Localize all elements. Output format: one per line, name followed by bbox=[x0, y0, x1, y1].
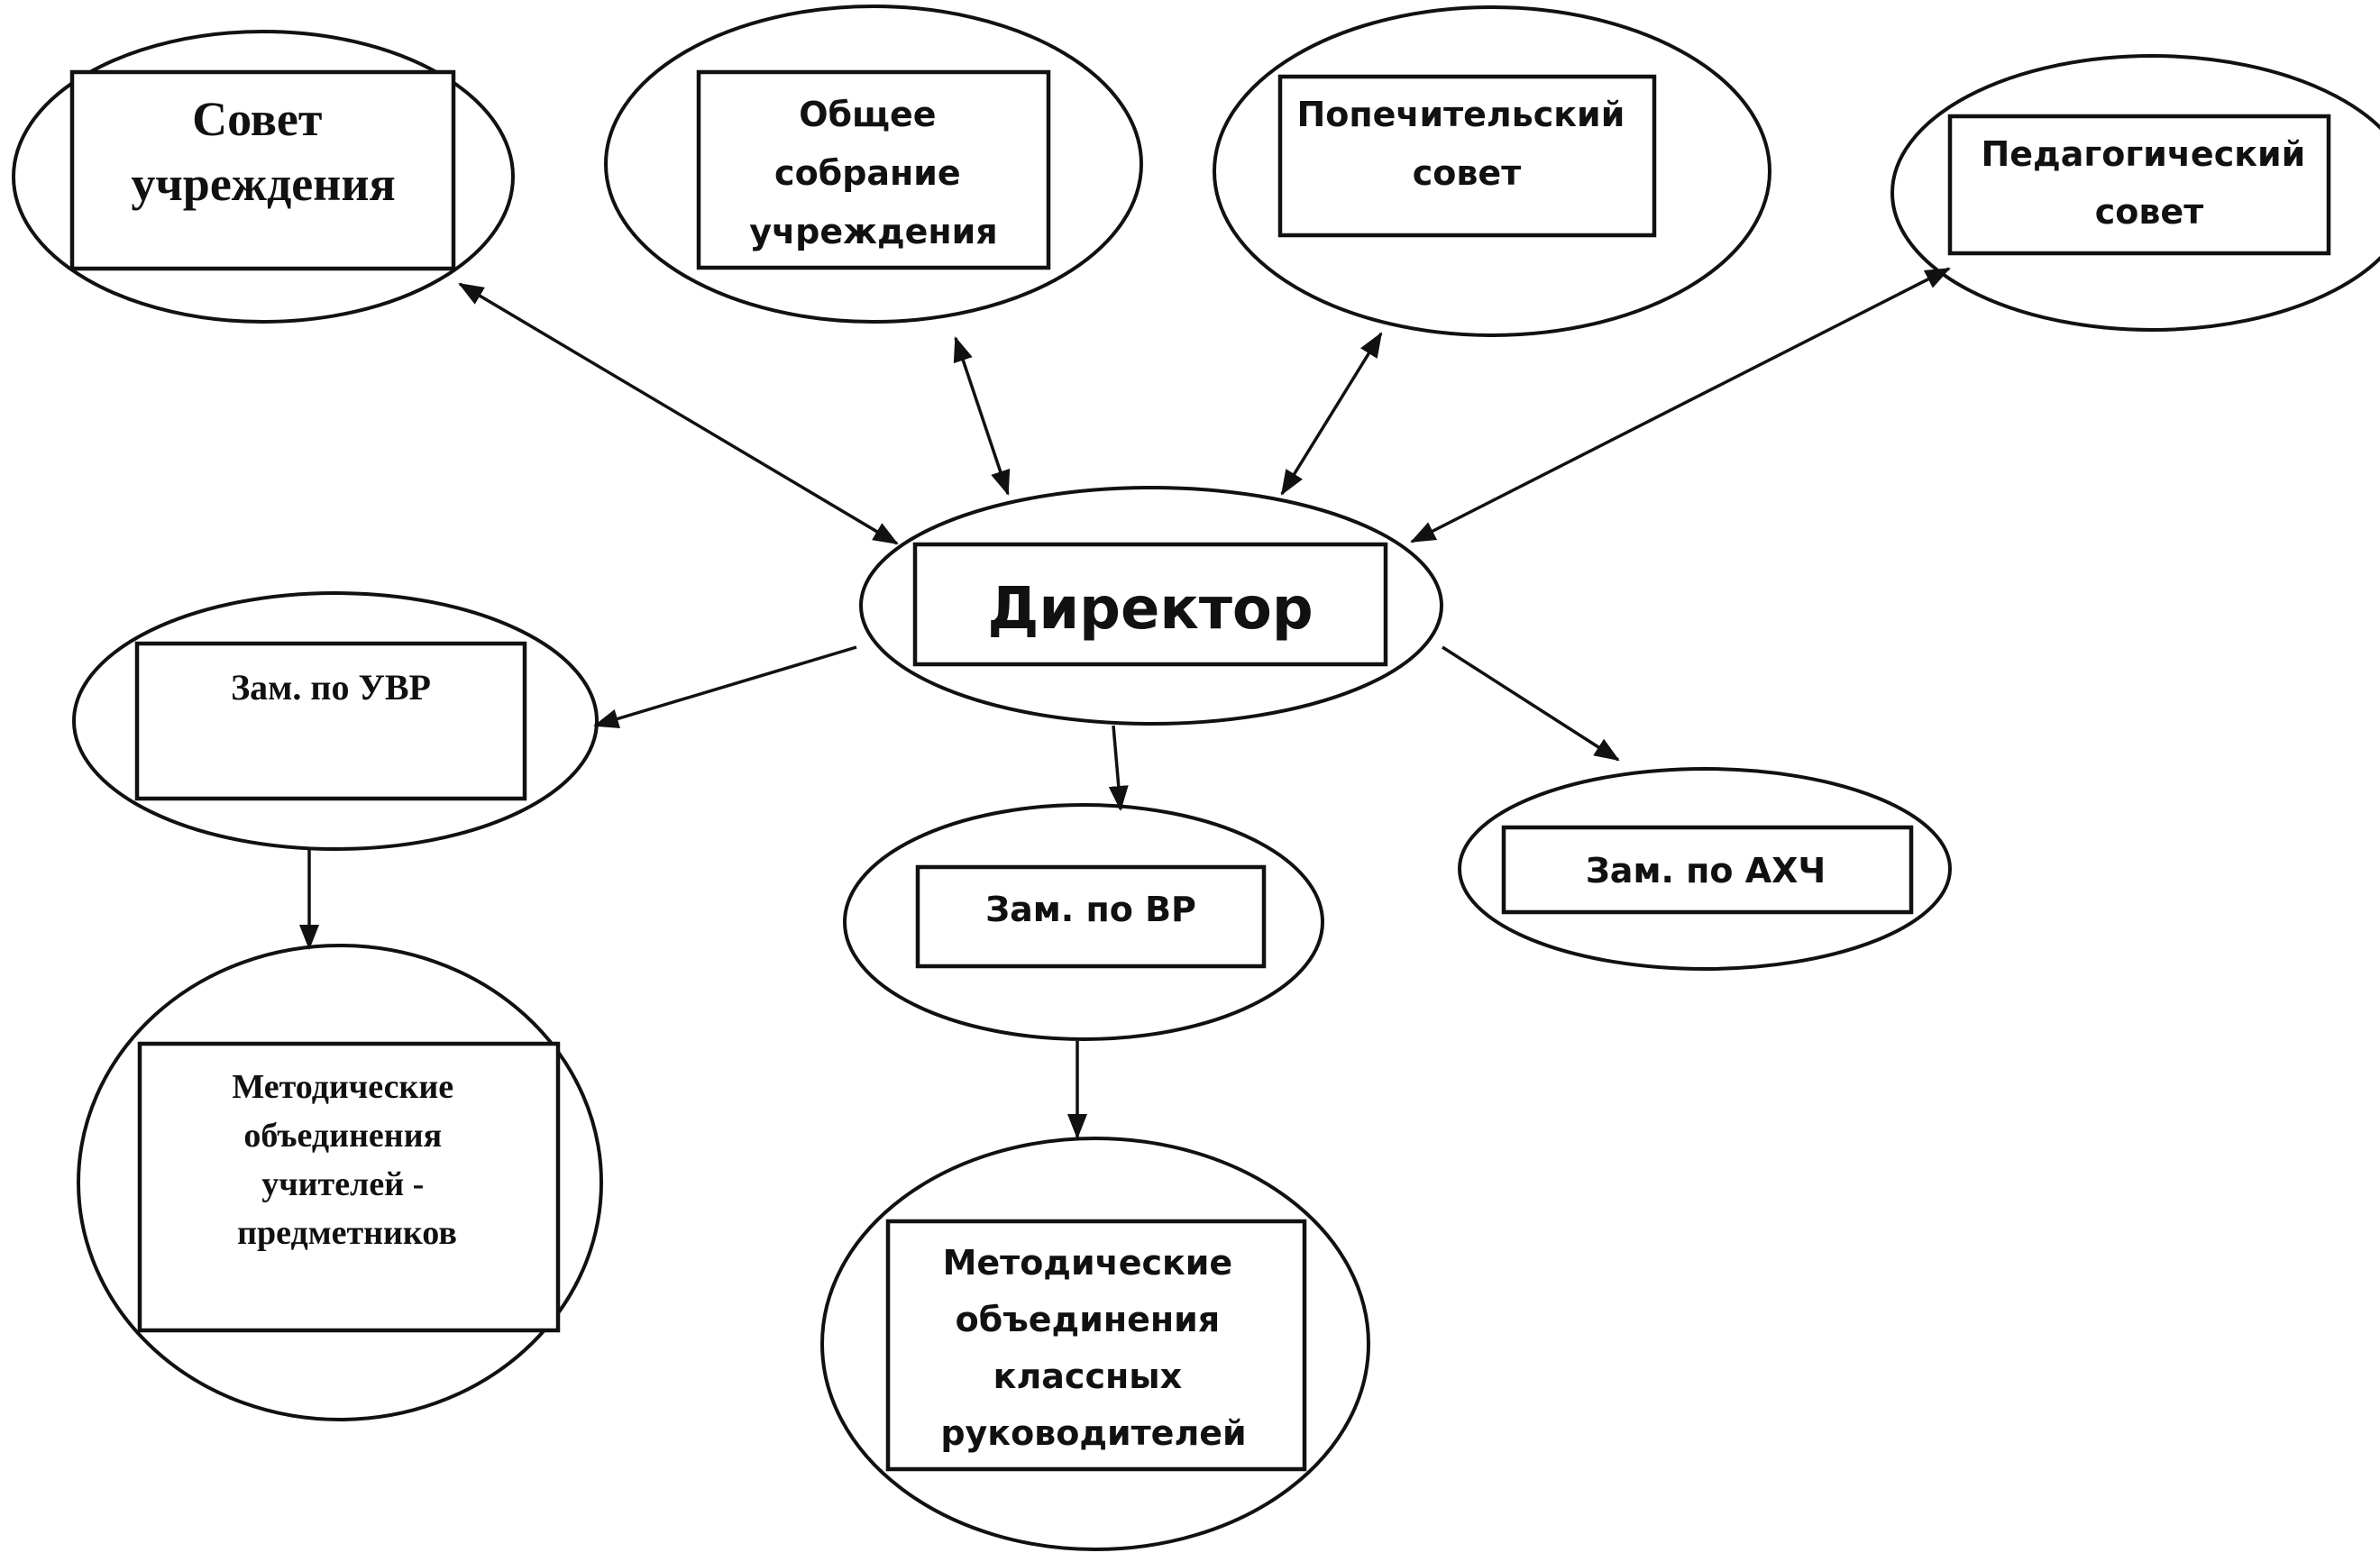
director-label: Директор bbox=[987, 576, 1313, 643]
method-teachers-ellipse bbox=[77, 944, 603, 1421]
connector-pedagogical-council-director bbox=[1410, 267, 1951, 544]
method-teachers-label: Методические объединения учителей - пред… bbox=[232, 1068, 462, 1252]
pedagogical-council-box bbox=[1947, 114, 2331, 256]
trustee-council-ellipse bbox=[1213, 5, 1771, 337]
director-box bbox=[912, 542, 1388, 667]
deputy-vr-label: Зам. по ВР bbox=[985, 890, 1196, 929]
node-deputy-ahch: Зам. по АХЧ bbox=[1458, 767, 1952, 971]
deputy-ahch-label: Зам. по АХЧ bbox=[1586, 851, 1826, 891]
deputy-ahch-box bbox=[1501, 825, 1914, 915]
deputy-uvr-label: Зам. по УВР bbox=[231, 667, 431, 708]
deputy-vr-ellipse bbox=[843, 803, 1324, 1041]
node-director: Директор bbox=[859, 486, 1443, 726]
connectors bbox=[299, 267, 1951, 1139]
council-box bbox=[69, 69, 456, 271]
connector-director-deputy-vr bbox=[1108, 725, 1129, 811]
pedagogical-council-ellipse bbox=[1890, 54, 2380, 332]
node-trustee-council: Попечительский совет bbox=[1213, 5, 1771, 337]
deputy-ahch-ellipse bbox=[1458, 767, 1952, 971]
connector-general-meeting-director bbox=[953, 336, 1011, 496]
pedagogical-council-label: Педагогический совет bbox=[1981, 134, 2317, 232]
node-council: Совет учреждения bbox=[12, 30, 515, 324]
director-ellipse bbox=[859, 486, 1443, 726]
method-class-box bbox=[885, 1219, 1307, 1472]
method-teachers-box bbox=[137, 1041, 561, 1333]
general-meeting-label: Общее собрание учреждения bbox=[749, 95, 997, 251]
node-pedagogical-council: Педагогический совет bbox=[1890, 54, 2380, 332]
connector-council-director bbox=[458, 282, 899, 545]
deputy-uvr-ellipse bbox=[72, 591, 599, 851]
connector-director-deputy-uvr bbox=[593, 645, 857, 729]
council-ellipse bbox=[12, 30, 515, 324]
connector-trustee-council-director bbox=[1280, 332, 1383, 496]
node-general-meeting: Общее собрание учреждения bbox=[604, 5, 1143, 324]
connector-director-deputy-ahch bbox=[1442, 645, 1620, 762]
method-class-label: Методические объединения классных руково… bbox=[940, 1243, 1246, 1453]
general-meeting-ellipse bbox=[604, 5, 1143, 324]
node-deputy-uvr: Зам. по УВР bbox=[72, 591, 599, 851]
council-label: Совет учреждения bbox=[131, 92, 395, 211]
trustee-council-label: Попечительский совет bbox=[1296, 95, 1636, 193]
deputy-vr-box bbox=[915, 864, 1267, 969]
deputy-uvr-box bbox=[134, 641, 527, 801]
general-meeting-box bbox=[696, 69, 1051, 270]
node-deputy-vr: Зам. по ВР bbox=[843, 803, 1324, 1041]
node-method-class: Методические объединения классных руково… bbox=[820, 1137, 1370, 1551]
trustee-council-box bbox=[1277, 74, 1657, 238]
node-method-teachers: Методические объединения учителей - пред… bbox=[77, 944, 603, 1421]
method-class-ellipse bbox=[820, 1137, 1370, 1551]
